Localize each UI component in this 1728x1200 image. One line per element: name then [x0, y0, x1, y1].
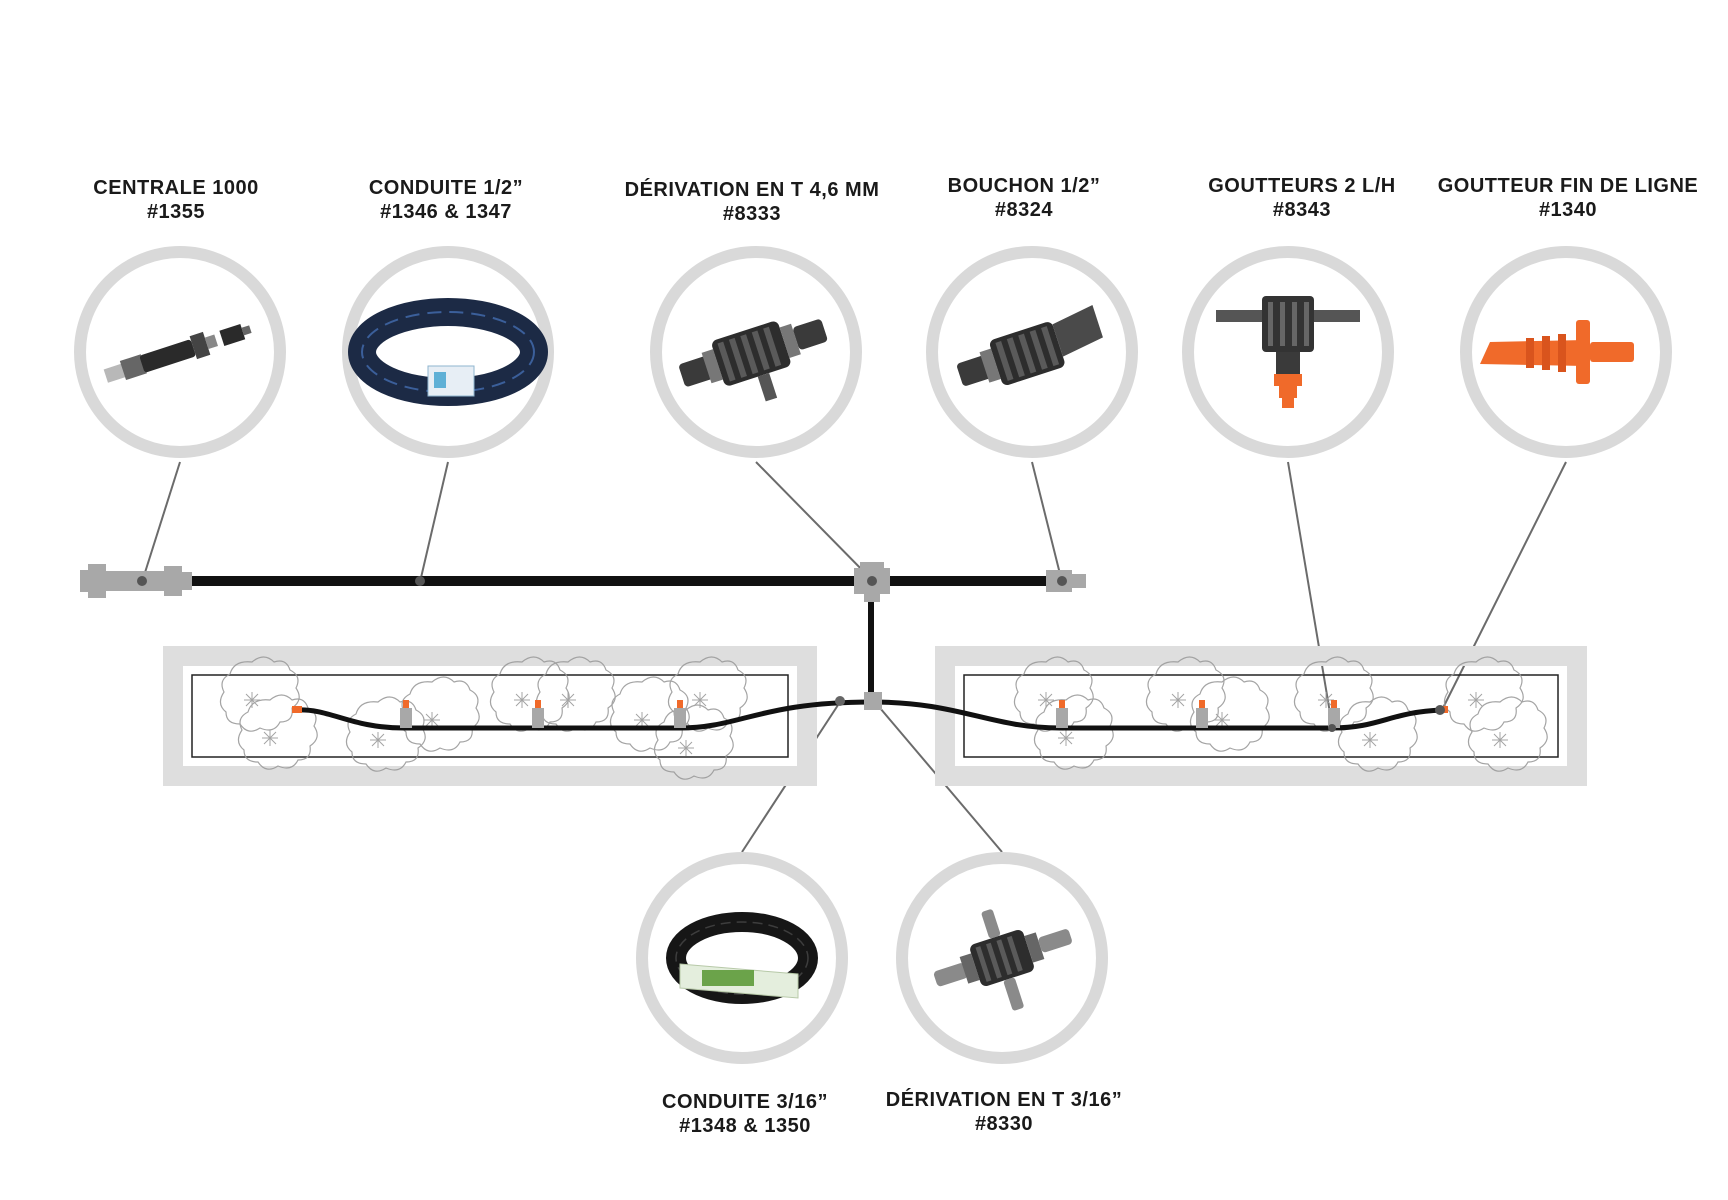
inline-drippers: [400, 700, 1340, 732]
label-goutteurs: GOUTTEURS 2 L/H #8343: [1208, 174, 1396, 222]
component-name: CONDUITE 1/2”: [368, 177, 524, 199]
component-code: #8330: [974, 1113, 1034, 1135]
component-code: #1348 & 1350: [679, 1115, 811, 1137]
main-t-connector: [854, 562, 890, 602]
main-pipe: [190, 576, 1050, 694]
component-name: CONDUITE 3/16”: [662, 1091, 828, 1113]
component-code: #8333: [722, 203, 782, 225]
leader-bouchon: [1031, 461, 1063, 583]
component-name: CENTRALE 1000: [93, 177, 259, 199]
garden-bed-left: [163, 646, 817, 786]
end-dripper-right: [1435, 705, 1448, 715]
component-name: GOUTTEURS 2 L/H: [1208, 175, 1396, 197]
label-goutteur-fin: GOUTTEUR FIN DE LIGNE #1340: [1438, 174, 1699, 222]
pipe-half-inch: [190, 576, 1050, 586]
tube-coil-small-icon: [636, 852, 848, 1064]
end-dripper-icon: [1460, 246, 1672, 458]
component-code: #1355: [146, 201, 206, 223]
leader-goutteur-fin: [1441, 461, 1567, 711]
label-derivation-t46: DÉRIVATION EN T 4,6 MM #8333: [625, 178, 880, 226]
pipe-node: [415, 576, 425, 586]
leader-conduite-half: [419, 461, 449, 583]
pipe-riser: [868, 582, 874, 694]
label-derivation-t316: DÉRIVATION EN T 3/16” #8330: [886, 1088, 1122, 1136]
component-code: #1340: [1538, 199, 1598, 221]
water-controller-icon: [74, 246, 286, 458]
t-connector-4-6-icon: [650, 246, 862, 458]
leader-centrale: [141, 461, 181, 583]
component-name: DÉRIVATION EN T 3/16”: [885, 1089, 1123, 1111]
label-centrale: CENTRALE 1000 #1355: [93, 176, 258, 224]
label-conduite-316: CONDUITE 3/16” #1348 & 1350: [662, 1090, 828, 1138]
component-name: BOUCHON 1/2”: [947, 175, 1101, 197]
label-conduite-half: CONDUITE 1/2” #1346 & 1347: [369, 176, 523, 224]
tube-coil-half-icon: [342, 246, 554, 458]
garden-bed-right: [935, 646, 1587, 786]
component-name: DÉRIVATION EN T 4,6 MM: [624, 179, 880, 201]
leader-goutteurs: [1287, 461, 1333, 726]
leader-derivation-t46: [755, 461, 873, 581]
end-dripper-left: [292, 706, 302, 713]
product-circles: [74, 246, 1672, 1064]
component-code: #1346 & 1347: [380, 201, 512, 223]
component-name: GOUTTEUR FIN DE LIGNE: [1437, 175, 1699, 197]
small-t-connectors: [835, 692, 882, 710]
end-plug-icon: [926, 246, 1138, 458]
component-code: #8324: [994, 199, 1054, 221]
leader-lines: [141, 461, 1567, 853]
inline-dripper-icon: [1182, 246, 1394, 458]
label-bouchon: BOUCHON 1/2” #8324: [948, 174, 1101, 222]
end-plug-fitting: [1046, 570, 1086, 592]
centrale-fitting: [80, 564, 192, 598]
component-code: #8343: [1272, 199, 1332, 221]
t-connector-small-icon: [896, 852, 1108, 1064]
